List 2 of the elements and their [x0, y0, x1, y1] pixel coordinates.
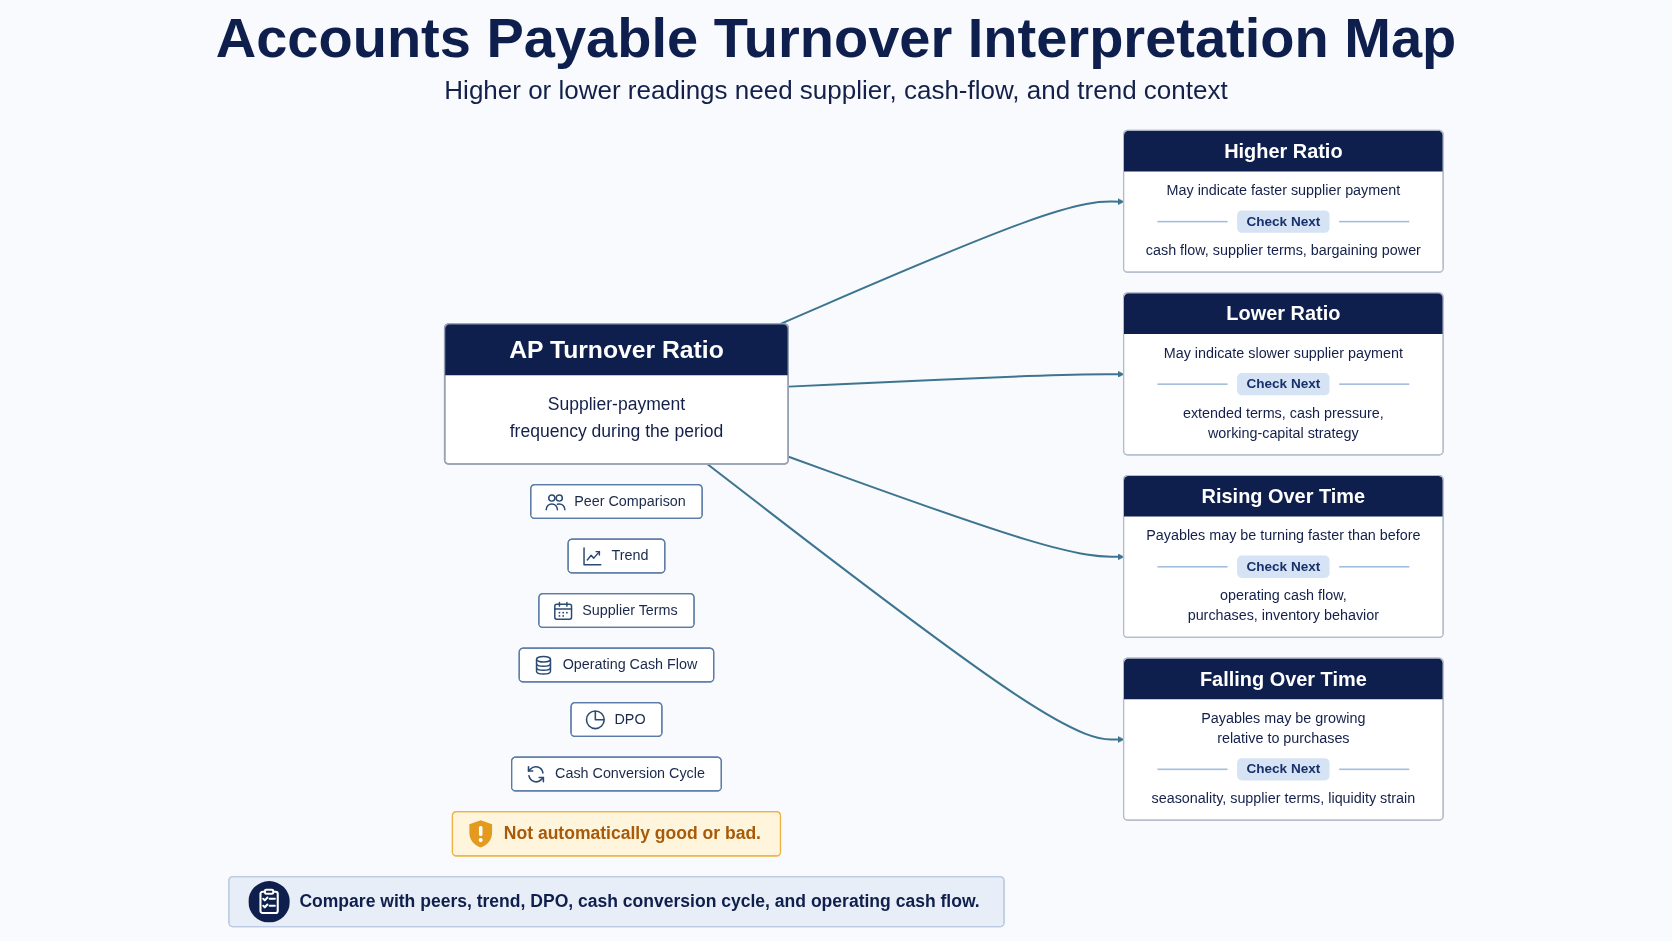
- title: Accounts Payable Turnover Interpretation Map: [215, 6, 1457, 71]
- subtitle: Higher or lower readings need supplier, cash-flow, and trend context: [444, 74, 1228, 108]
